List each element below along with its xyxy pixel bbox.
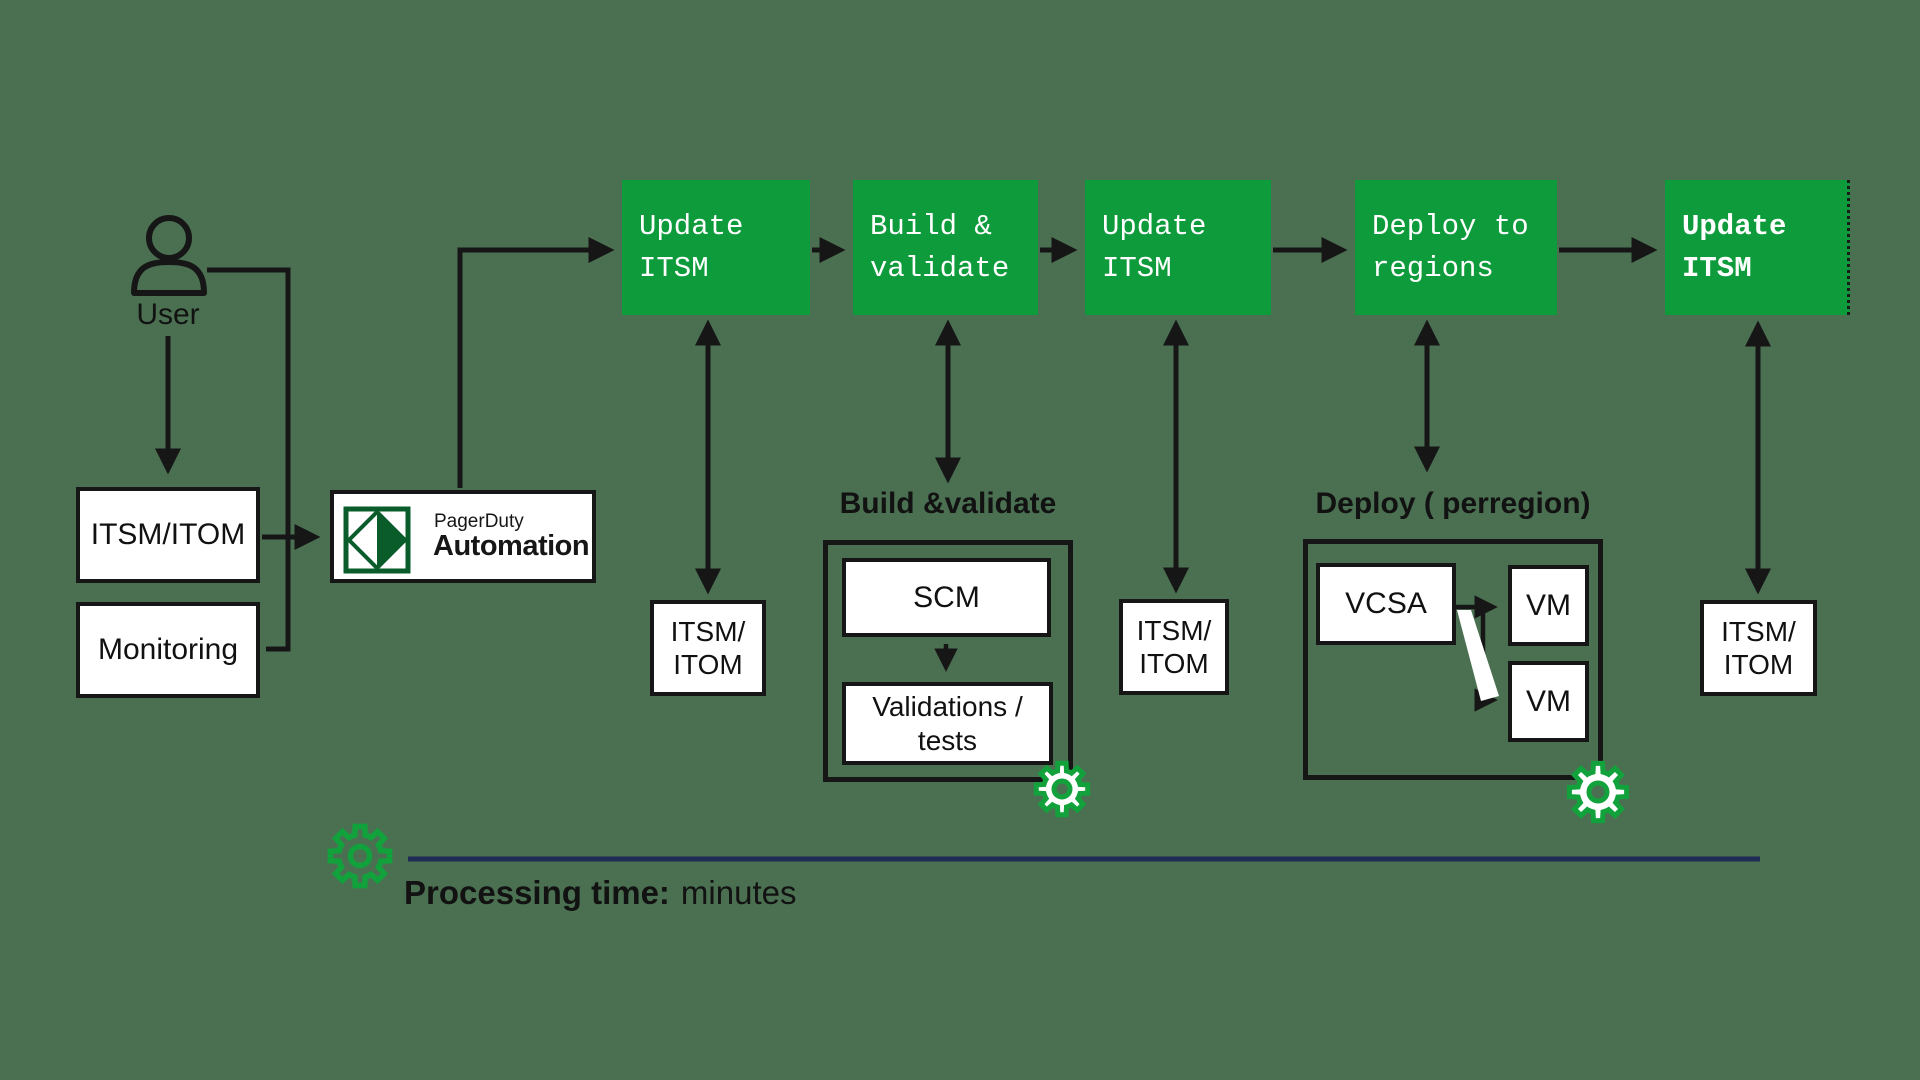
pipeline-step-update-itsm-1: Update ITSM [622, 180, 810, 315]
build-validate-container [823, 540, 1073, 782]
arrow-automation-to-update1 [457, 237, 615, 488]
deploy-group-title: Deploy ( perregion) [1315, 487, 1591, 520]
pagerduty-product-text: Automation [433, 530, 590, 562]
itsm-itom-node-1: ITSM/ ITOM [650, 600, 766, 696]
vm-box-bottom: VM [1508, 661, 1589, 742]
processing-time-value: minutes [680, 874, 797, 911]
pipeline-step-deploy-regions: Deploy to regions [1355, 180, 1557, 315]
monitoring-box: Monitoring [76, 602, 260, 698]
pagerduty-brand-text: PagerDuty [434, 511, 524, 532]
processing-time-label: Processing time: [404, 874, 670, 911]
scm-box: SCM [842, 558, 1051, 637]
vm-box-top: VM [1508, 565, 1589, 646]
itsm-itom-source-box: ITSM/ITOM [76, 487, 260, 583]
gear-icon-legend [327, 823, 393, 889]
pipeline-step-update-itsm-2: Update ITSM [1085, 180, 1271, 315]
pagerduty-logo-icon [343, 506, 411, 574]
deploy-container [1303, 539, 1603, 780]
validations-tests-box: Validations / tests [842, 682, 1053, 765]
pagerduty-automation-box: PagerDuty Automation [330, 490, 596, 583]
user-icon [131, 215, 207, 296]
processing-time-legend: Processing time: minutes [404, 874, 796, 912]
vcsa-box: VCSA [1316, 563, 1456, 645]
itsm-itom-node-2: ITSM/ ITOM [1119, 599, 1229, 695]
build-validate-group-title: Build &validate [839, 487, 1057, 520]
line-user-to-monitoring [207, 267, 291, 652]
pipeline-step-build-validate: Build & validate [853, 180, 1038, 315]
user-label: User [136, 298, 200, 331]
itsm-itom-node-3: ITSM/ ITOM [1700, 600, 1817, 696]
pipeline-step-update-itsm-3: Update ITSM [1665, 180, 1850, 315]
